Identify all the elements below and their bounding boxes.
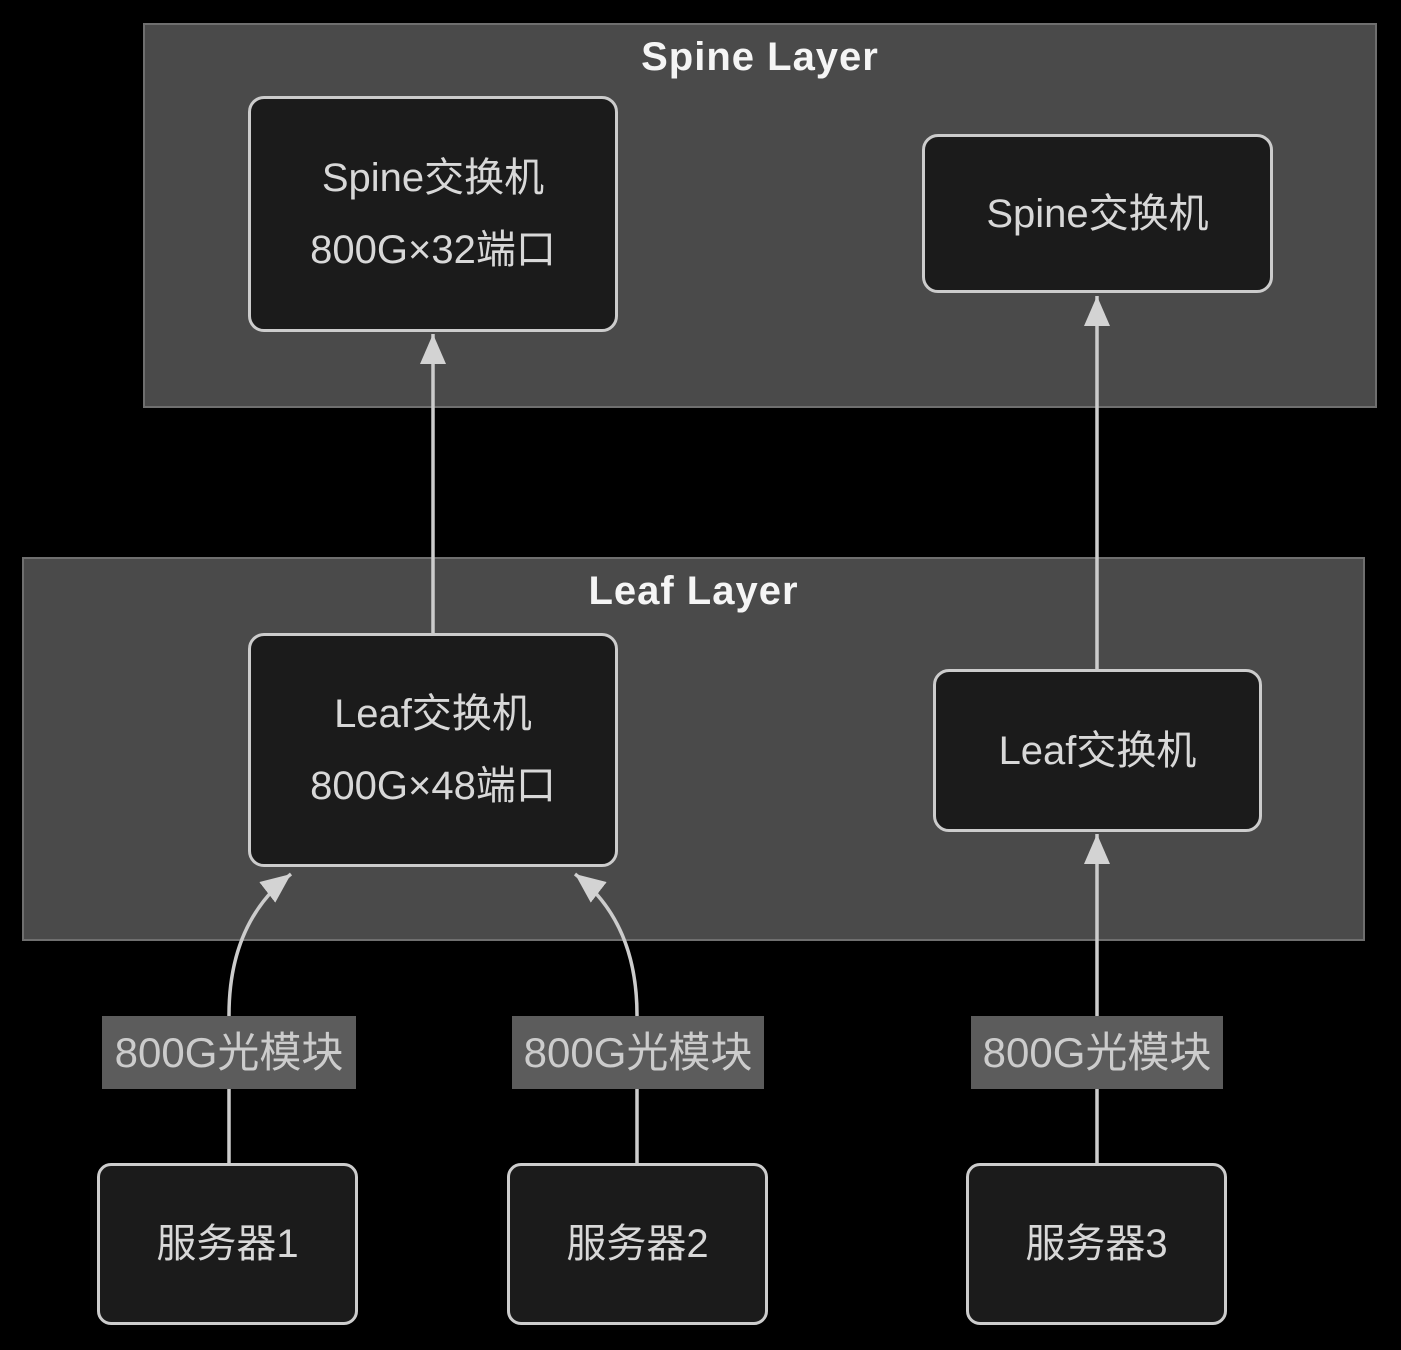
node-leaf-switch-1-name: Leaf交换机 bbox=[334, 692, 532, 736]
node-spine-switch-1: Spine交换机 800G×32端口 bbox=[248, 96, 618, 332]
node-leaf-switch-1-ports: 800G×48端口 bbox=[310, 764, 556, 808]
edge-label-800g-module-2: 800G光模块 bbox=[512, 1016, 764, 1089]
node-server-1: 服务器1 bbox=[97, 1163, 358, 1325]
node-server-3-name: 服务器3 bbox=[1025, 1222, 1168, 1266]
spine-layer-title: Spine Layer bbox=[641, 35, 879, 79]
edge-label-800g-module-3: 800G光模块 bbox=[971, 1016, 1223, 1089]
node-server-1-name: 服务器1 bbox=[156, 1222, 299, 1266]
node-spine-switch-2: Spine交换机 bbox=[922, 134, 1273, 293]
node-spine-switch-1-name: Spine交换机 bbox=[321, 156, 545, 200]
edge-label-800g-module-1: 800G光模块 bbox=[102, 1016, 356, 1089]
node-spine-switch-2-name: Spine交换机 bbox=[986, 191, 1209, 236]
node-leaf-switch-1: Leaf交换机 800G×48端口 bbox=[248, 633, 618, 867]
node-leaf-switch-2: Leaf交换机 bbox=[933, 669, 1262, 832]
node-server-2-name: 服务器2 bbox=[566, 1222, 709, 1266]
node-spine-switch-1-ports: 800G×32端口 bbox=[310, 228, 556, 272]
node-server-2: 服务器2 bbox=[507, 1163, 768, 1325]
leaf-layer-title: Leaf Layer bbox=[588, 569, 799, 613]
node-server-3: 服务器3 bbox=[966, 1163, 1227, 1325]
node-leaf-switch-2-name: Leaf交换机 bbox=[998, 728, 1197, 773]
